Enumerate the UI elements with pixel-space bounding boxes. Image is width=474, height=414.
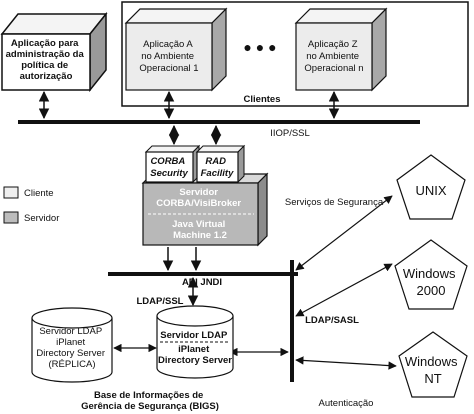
rad-facility-line-1: RAD — [205, 156, 226, 167]
admin-box-line-4: autorização — [20, 71, 73, 82]
server-title-line-2: CORBA/VisiBroker — [156, 198, 241, 209]
client-bus-connectors — [38, 90, 340, 146]
legend-swatch-server — [3, 211, 19, 224]
jvm-line-1: Java Virtual — [172, 219, 225, 230]
admin-box-line-2: administração da — [6, 49, 85, 60]
svg-text:Servidor LDAP iPlanet: Servidor LDAP iPlanet Directory Server (… — [36, 326, 107, 370]
more-apps-ellipsis: ● ● ● — [243, 39, 276, 55]
ldap-sasl-label: LDAP/SASL — [305, 315, 359, 326]
svg-text:RAD Facility: RAD Facility — [201, 156, 234, 179]
corba-security-line-1: CORBA — [150, 156, 185, 167]
bigs-label: Base de Informações de Gerência de Segur… — [81, 390, 219, 412]
clients-label: Clientes — [244, 94, 281, 105]
app-z-line-2: no Ambiente — [306, 51, 359, 62]
ldap-ssl-label: LDAP/SSL — [137, 296, 184, 307]
ldap-replica-line-1: Servidor LDAP — [39, 326, 102, 337]
admin-application-box: Aplicação para administração da política… — [0, 11, 108, 93]
app-z-box: Aplicação Z no Ambiente Operacional n — [294, 7, 388, 92]
ldap-main-line-2: iPlanet — [178, 344, 210, 355]
windows2000-line-2: 2000 — [417, 283, 446, 298]
authentication-label: Autenticação — [319, 398, 374, 409]
clients-panel: Aplicação A no Ambiente Operacional 1 ● … — [121, 1, 469, 107]
rad-facility-line-2: Facility — [201, 168, 234, 179]
ldap-main-cylinder: Servidor LDAP iPlanet Directory Server — [156, 305, 234, 379]
app-z-line-1: Aplicação Z — [308, 39, 358, 50]
security-services-label: Serviços de Segurança — [285, 197, 384, 208]
app-a-line-3: Operacional 1 — [139, 63, 198, 74]
windowsnt-line-2: NT — [424, 371, 441, 386]
svg-text:Servidor CORBA/VisiBroke: Servidor CORBA/VisiBroker Java Virtual M… — [156, 187, 243, 241]
rad-facility-box: RAD Facility — [195, 144, 246, 184]
svg-text:Servidor LDAP iPlanet: Servidor LDAP iPlanet Directory Server — [158, 330, 232, 366]
jvm-line-2: Machine 1.2 — [173, 230, 227, 241]
api-jndi-label: API JNDI — [182, 277, 222, 288]
bus-connectors — [113, 195, 397, 370]
ldap-main-line-1: Servidor LDAP — [160, 330, 228, 341]
iiop-ssl-label: IIOP/SSL — [270, 128, 310, 139]
windows2000-node: Windows 2000 — [394, 239, 468, 310]
svg-text:Aplicação para administr: Aplicação para administração da política… — [6, 38, 87, 82]
windows2000-line-1: Windows — [403, 266, 456, 281]
svg-text:CORBA Security: CORBA Security — [150, 156, 188, 179]
svg-text:Aplicação Z no Ambient: Aplicação Z no Ambiente Operacional n — [304, 39, 363, 74]
bigs-line-2: Gerência de Segurança (BIGS) — [81, 401, 219, 412]
admin-box-line-3: política de — [21, 60, 68, 71]
ldap-main-line-3: Directory Server — [158, 355, 232, 366]
server-title-line-1: Servidor — [179, 187, 218, 198]
ldap-replica-line-4: (RÉPLICA) — [49, 359, 96, 370]
svg-text:Windows NT: Windows NT — [405, 354, 461, 386]
ldap-sasl-bus: LDAP/SASL — [290, 260, 359, 382]
app-a-box: Aplicação A no Ambiente Operacional 1 — [124, 7, 228, 92]
legend-label-client: Cliente — [24, 188, 54, 199]
ldap-replica-line-3: Directory Server — [36, 348, 105, 359]
unix-node: UNIX — [396, 154, 466, 220]
svg-text:Aplicação A no Ambient: Aplicação A no Ambiente Operacional 1 — [139, 39, 198, 74]
corba-security-box: CORBA Security — [144, 144, 201, 184]
corba-security-line-2: Security — [150, 168, 188, 179]
bigs-line-1: Base de Informações de — [94, 390, 203, 401]
ldap-replica-line-2: iPlanet — [56, 337, 85, 348]
api-jndi-bus: API JNDI — [108, 247, 298, 288]
windowsnt-node: Windows NT — [398, 331, 468, 398]
svg-text:Windows 2000: Windows 2000 — [403, 266, 459, 298]
app-a-line-1: Aplicação A — [143, 39, 193, 50]
legend-label-server: Servidor — [24, 213, 59, 224]
app-z-line-3: Operacional n — [304, 63, 363, 74]
app-a-line-2: no Ambiente — [141, 51, 194, 62]
legend-swatch-client — [3, 186, 19, 199]
unix-label: UNIX — [415, 183, 446, 198]
corba-server: Servidor CORBA/VisiBroker Java Virtual M… — [141, 144, 269, 247]
windowsnt-line-1: Windows — [405, 354, 458, 369]
ldap-replica-cylinder: Servidor LDAP iPlanet Directory Server (… — [31, 307, 113, 383]
admin-box-line-1: Aplicação para — [11, 38, 79, 49]
legend: Cliente Servidor — [3, 186, 59, 224]
iiop-ssl-bus: IIOP/SSL — [18, 120, 420, 139]
